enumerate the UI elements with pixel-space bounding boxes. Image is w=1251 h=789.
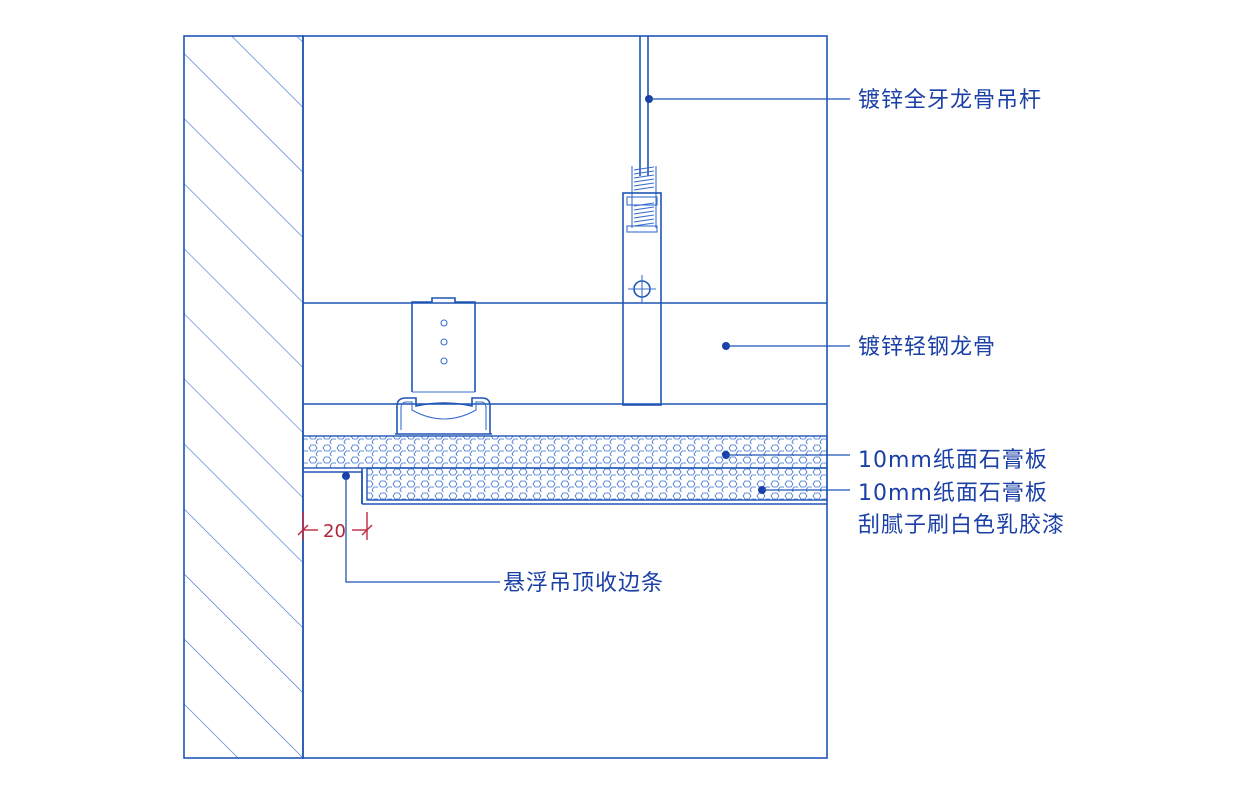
- leader-board-upper: [722, 451, 850, 459]
- main-keel-profile: [395, 297, 492, 435]
- gypsum-board-lower: [361, 467, 828, 505]
- section-frame: [302, 35, 828, 759]
- dimension-gap-value: 20: [323, 521, 346, 542]
- gypsum-board-upper: [302, 435, 828, 469]
- dimension-gap: 20: [297, 512, 373, 542]
- wall: [183, 35, 304, 759]
- leader-board-lower: [758, 486, 850, 494]
- edge-strip-profile: [303, 471, 363, 504]
- leader-edge-strip: [342, 472, 500, 583]
- leader-rod: [645, 95, 850, 103]
- label-rod: 镀锌全牙龙骨吊杆: [858, 88, 1042, 113]
- leader-keel: [722, 342, 850, 350]
- label-board-upper: 10mm纸面石膏板: [858, 448, 1048, 473]
- threaded-rod: [631, 36, 657, 228]
- label-board-lower: 10mm纸面石膏板: [858, 481, 1048, 506]
- label-finish: 刮腻子刷白色乳胶漆: [858, 513, 1065, 538]
- label-keel: 镀锌轻钢龙骨: [858, 335, 996, 360]
- label-edge-strip: 悬浮吊顶收边条: [503, 571, 664, 596]
- steel-keel-band: [303, 302, 827, 405]
- hanger-bracket: [622, 192, 662, 406]
